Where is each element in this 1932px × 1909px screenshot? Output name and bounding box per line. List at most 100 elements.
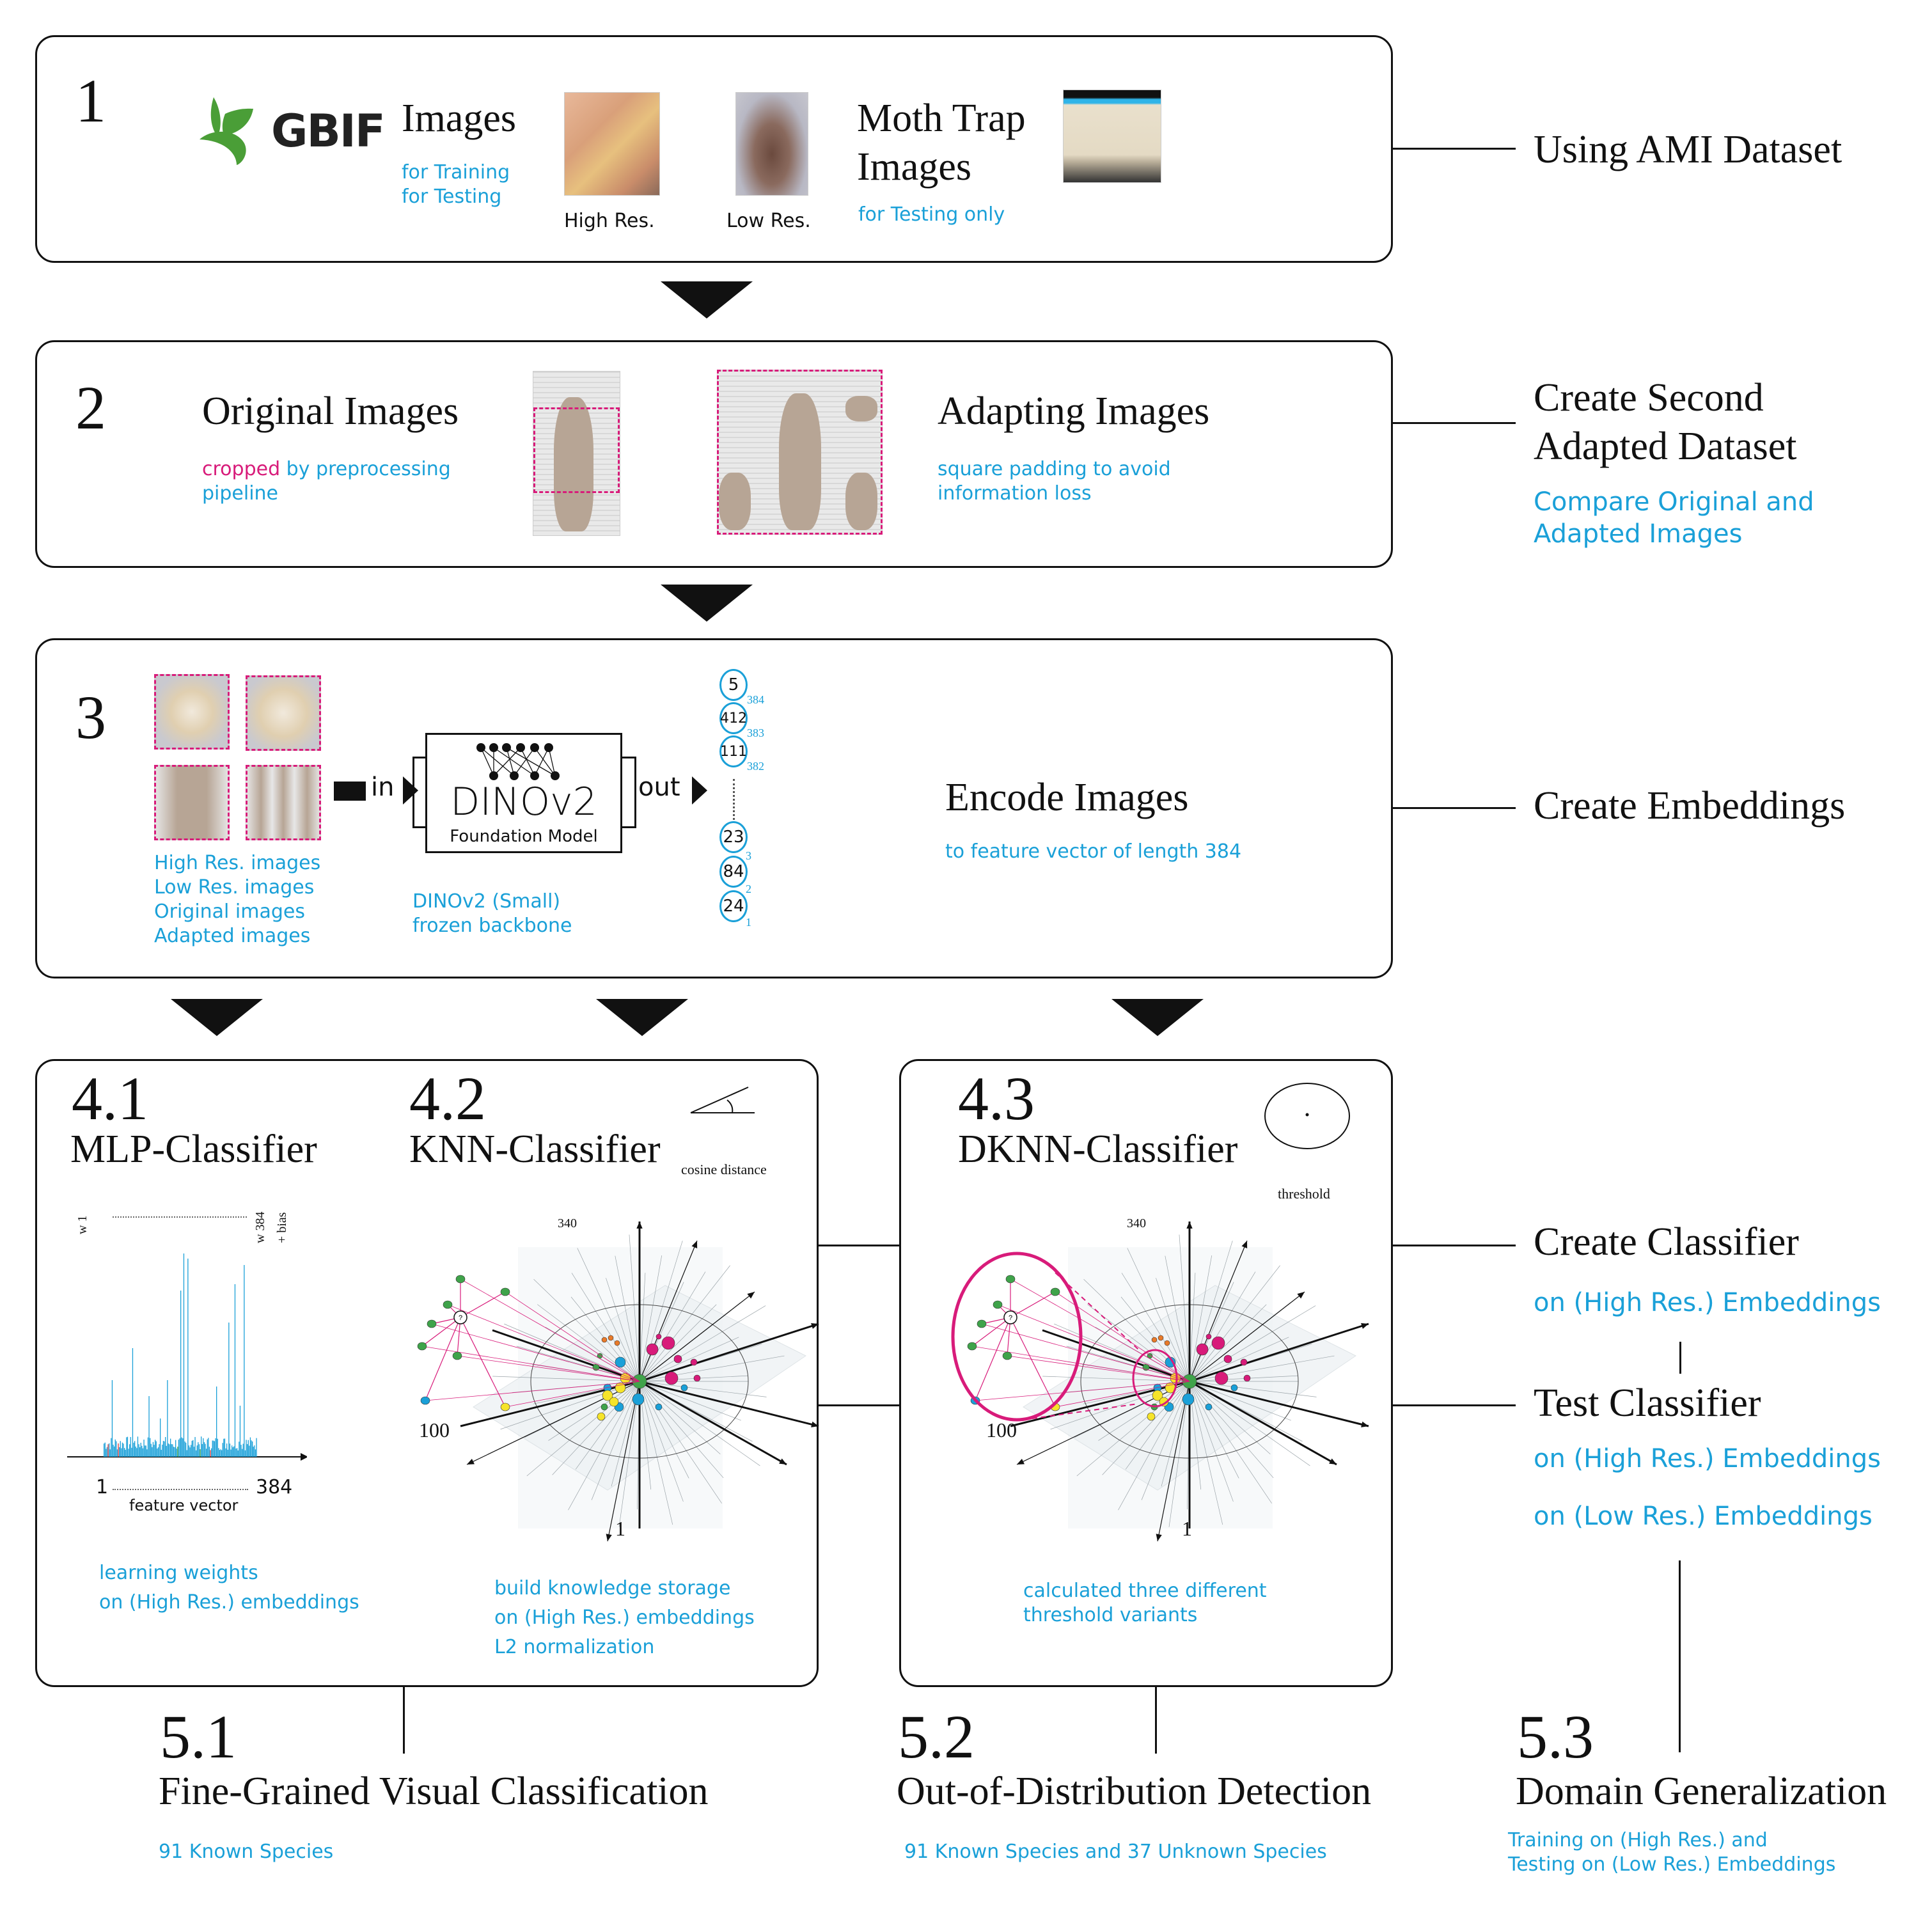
create-classifier-sub: on (High Res.) Embeddings — [1534, 1288, 1881, 1317]
weight-bar — [129, 1444, 130, 1457]
dimension-axis — [607, 1381, 640, 1542]
axis-arrow-icon — [1361, 1323, 1369, 1329]
step3-side-label: Create Embeddings — [1534, 784, 1846, 828]
original-moth-body — [554, 397, 593, 531]
dinov2-model-caption: Foundation Model — [450, 827, 598, 846]
adapted-moth-body — [779, 393, 821, 530]
weight-bar — [165, 1436, 166, 1457]
weight-bar — [166, 1445, 167, 1457]
adapted-moth-tile — [719, 473, 751, 530]
high-res-moth-photo — [564, 92, 660, 196]
ray-line — [606, 1278, 640, 1382]
neighbor-point — [443, 1300, 453, 1309]
threshold-ellipse — [951, 1252, 1083, 1422]
vector-index: 384 — [747, 693, 764, 706]
create-classifier-title: Create Classifier — [1534, 1220, 1799, 1264]
input-block-icon — [334, 782, 366, 801]
step4-1-number: 4.1 — [72, 1064, 148, 1133]
weight-bar — [130, 1436, 131, 1457]
step1-side-label: Using AMI Dataset — [1534, 128, 1842, 171]
ray-line — [1189, 1265, 1280, 1382]
step4-3-number: 4.3 — [958, 1064, 1035, 1133]
ray-line — [1168, 1381, 1190, 1527]
dinov2-model-name: DINOv2 — [450, 780, 597, 824]
weight-bar — [120, 1441, 121, 1457]
embedding-point — [615, 1382, 626, 1394]
ray-line — [1189, 1304, 1267, 1382]
embedding-point — [614, 1340, 620, 1346]
dimension-axis — [1157, 1381, 1190, 1542]
weight-bar — [179, 1438, 180, 1457]
weight-bar — [221, 1450, 223, 1457]
neighbor-link — [1010, 1278, 1190, 1382]
axis-arrow-icon — [636, 1222, 643, 1229]
ray-line — [1042, 1376, 1190, 1382]
ray-line — [526, 1381, 640, 1477]
ray-line — [639, 1282, 684, 1382]
embedding-point — [609, 1397, 619, 1407]
weight-bar — [160, 1418, 161, 1457]
embedding-point — [656, 1333, 662, 1340]
step4-2-sub-line3: L2 normalization — [494, 1636, 655, 1658]
adapted-moth-tile — [845, 473, 877, 530]
ray-line — [639, 1240, 683, 1382]
encode-images-sub: to feature vector of length 384 — [945, 840, 1242, 863]
dimension-axis — [639, 1291, 755, 1382]
step4-2-sub-line2: on (High Res.) embeddings — [494, 1607, 755, 1629]
ray-line — [1189, 1381, 1234, 1502]
weight-bar — [249, 1437, 251, 1457]
dimension-axis — [1189, 1380, 1337, 1466]
weight-bar — [127, 1436, 129, 1457]
input-thumb-adapted-low-res — [246, 765, 321, 840]
result-5-2-sub: 91 Known Species and 37 Unknown Species — [904, 1841, 1327, 1863]
result-5-3-number: 5.3 — [1517, 1702, 1594, 1771]
weight-bar — [175, 1440, 177, 1457]
ray-line — [639, 1381, 741, 1421]
ray-line — [1189, 1381, 1272, 1504]
ray-line — [1189, 1381, 1310, 1466]
embedding-point — [615, 1356, 626, 1368]
result-5-3-sub-line1: Training on (High Res.) and — [1508, 1829, 1768, 1851]
step4-3-sub-line1: calculated three different — [1023, 1580, 1267, 1602]
dinov2-model-box[interactable]: DINOv2 Foundation Model — [425, 733, 622, 853]
step4-1-sub-line1: learning weights — [99, 1562, 258, 1584]
neighbor-point — [420, 1396, 430, 1405]
vector-index: 1 — [746, 916, 751, 929]
threshold-ellipse — [1132, 1349, 1178, 1408]
weight-bar — [172, 1444, 173, 1457]
ray-line — [1189, 1305, 1316, 1382]
axis-arrow-icon — [691, 1241, 698, 1248]
bias-label: + bias — [275, 1212, 289, 1244]
moth-trap-photo — [1063, 90, 1161, 183]
axis-arrow-icon — [1156, 1534, 1162, 1541]
weight-bar — [136, 1448, 137, 1457]
weight-bar — [137, 1436, 139, 1457]
step2-side-sub-line2: Adapted Images — [1534, 519, 1743, 549]
arrow-step3-to-4-2 — [596, 999, 688, 1036]
moth-trap-title-line2: Images — [857, 145, 972, 189]
ray-line — [577, 1248, 640, 1382]
neighbor-point — [455, 1275, 466, 1284]
connector-create-left — [819, 1245, 900, 1246]
weight-start-label: w 1 — [75, 1215, 90, 1234]
ray-line — [618, 1381, 640, 1527]
ray-line — [571, 1273, 640, 1382]
ray-line — [537, 1304, 640, 1382]
weight-bar — [215, 1438, 216, 1457]
neural-network-icon — [476, 743, 560, 780]
arrow-step3-to-4-1 — [171, 999, 263, 1036]
weight-bar — [131, 1447, 132, 1457]
weight-bar — [122, 1442, 123, 1457]
weight-bar — [138, 1444, 139, 1457]
weight-bar — [174, 1447, 175, 1457]
embedding-point — [1205, 1403, 1213, 1411]
neighbor-link — [425, 1381, 640, 1401]
weight-bar — [224, 1438, 226, 1457]
ray-line — [575, 1381, 640, 1470]
axis-arrow-icon — [1241, 1241, 1248, 1248]
connector-to-5-2 — [1155, 1687, 1157, 1754]
threshold-projection — [1023, 1403, 1139, 1420]
dinov2-sub-line1: DINOv2 (Small) — [412, 890, 561, 913]
feature-axis-end: 384 — [256, 1476, 293, 1498]
ray-line — [639, 1337, 739, 1382]
